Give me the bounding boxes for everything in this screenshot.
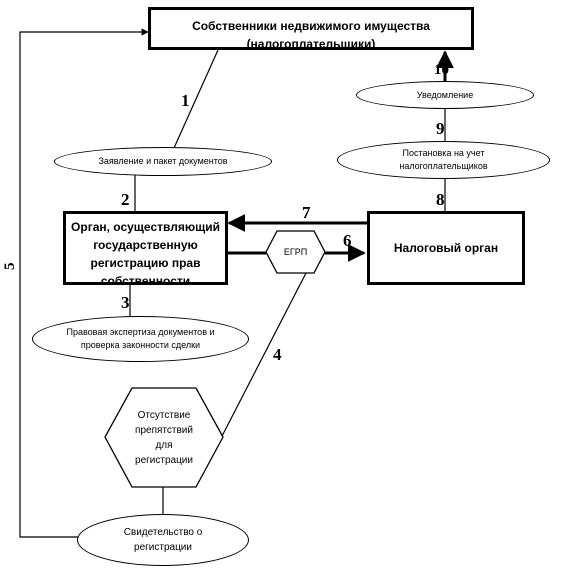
certificate-ellipse: Свидетельство о регистрации	[77, 514, 249, 566]
egrp-hexagon: ЕГРП	[265, 230, 326, 274]
step-number-6: 6	[343, 231, 352, 250]
notification-label: Уведомление	[416, 89, 474, 100]
step-number-8: 8	[436, 190, 445, 209]
notification-ellipse: Уведомление	[356, 81, 534, 109]
no-obstacles-hexagon-shape	[104, 387, 224, 488]
no-obstacles-line4: регистрации	[135, 454, 193, 466]
step-number-5: 5	[2, 263, 18, 271]
connector-owners-application	[173, 49, 219, 149]
tax-authority-label: Налоговый орган	[393, 241, 499, 255]
registration-body-box: Орган, осуществляющий государственную ре…	[63, 211, 228, 285]
tax-registration-line2: налогоплательщиков	[399, 161, 488, 171]
legal-expertise-ellipse: Правовая экспертиза документов и проверк…	[32, 316, 249, 362]
certificate-line2: регистрации	[134, 542, 192, 553]
tax-registration-ellipse: Постановка на учет налогоплательщиков	[337, 141, 550, 179]
no-obstacles-line3: для	[155, 439, 173, 451]
tax-registration-line1: Постановка на учет	[402, 148, 485, 158]
step-number-10: 10	[434, 62, 449, 78]
connector-obstacles-egrp	[219, 272, 307, 441]
no-obstacles-line2: препятствий	[135, 424, 193, 436]
tax-authority-box: Налоговый орган	[367, 211, 525, 285]
owners-title: Собственники недвижимого имущества	[192, 19, 430, 33]
certificate-line1: Свидетельство о	[123, 527, 203, 538]
step-number-4: 4	[273, 345, 282, 364]
legal-expertise-line1: Правовая экспертиза документов и	[66, 327, 215, 337]
step-number-7: 7	[302, 203, 311, 222]
egrp-hexagon-shape	[265, 230, 326, 274]
step-number-9: 9	[436, 119, 445, 138]
registration-body-line1: Орган, осуществляющий	[71, 220, 220, 234]
registration-body-line4: собственности	[100, 274, 191, 285]
no-obstacles-line1: Отсутствие	[137, 409, 191, 421]
no-obstacles-hexagon: Отсутствие препятствий для регистрации	[104, 387, 224, 488]
application-ellipse: Заявление и пакет документов	[54, 147, 272, 176]
connector-certificate-owners	[19, 28, 149, 538]
application-label: Заявление и пакет документов	[98, 156, 228, 166]
registration-body-line3: регистрацию прав	[90, 256, 201, 270]
step-number-2: 2	[121, 190, 130, 209]
step-number-3: 3	[121, 293, 130, 312]
registration-body-line2: государственную	[93, 238, 198, 252]
owners-box: Собственники недвижимого имущества (нало…	[148, 7, 474, 50]
egrp-label: ЕГРП	[283, 246, 308, 257]
step-number-1: 1	[181, 91, 190, 110]
owners-subtitle: (налогоплательщики)	[246, 37, 376, 50]
legal-expertise-line2: проверка законности сделки	[80, 340, 201, 350]
